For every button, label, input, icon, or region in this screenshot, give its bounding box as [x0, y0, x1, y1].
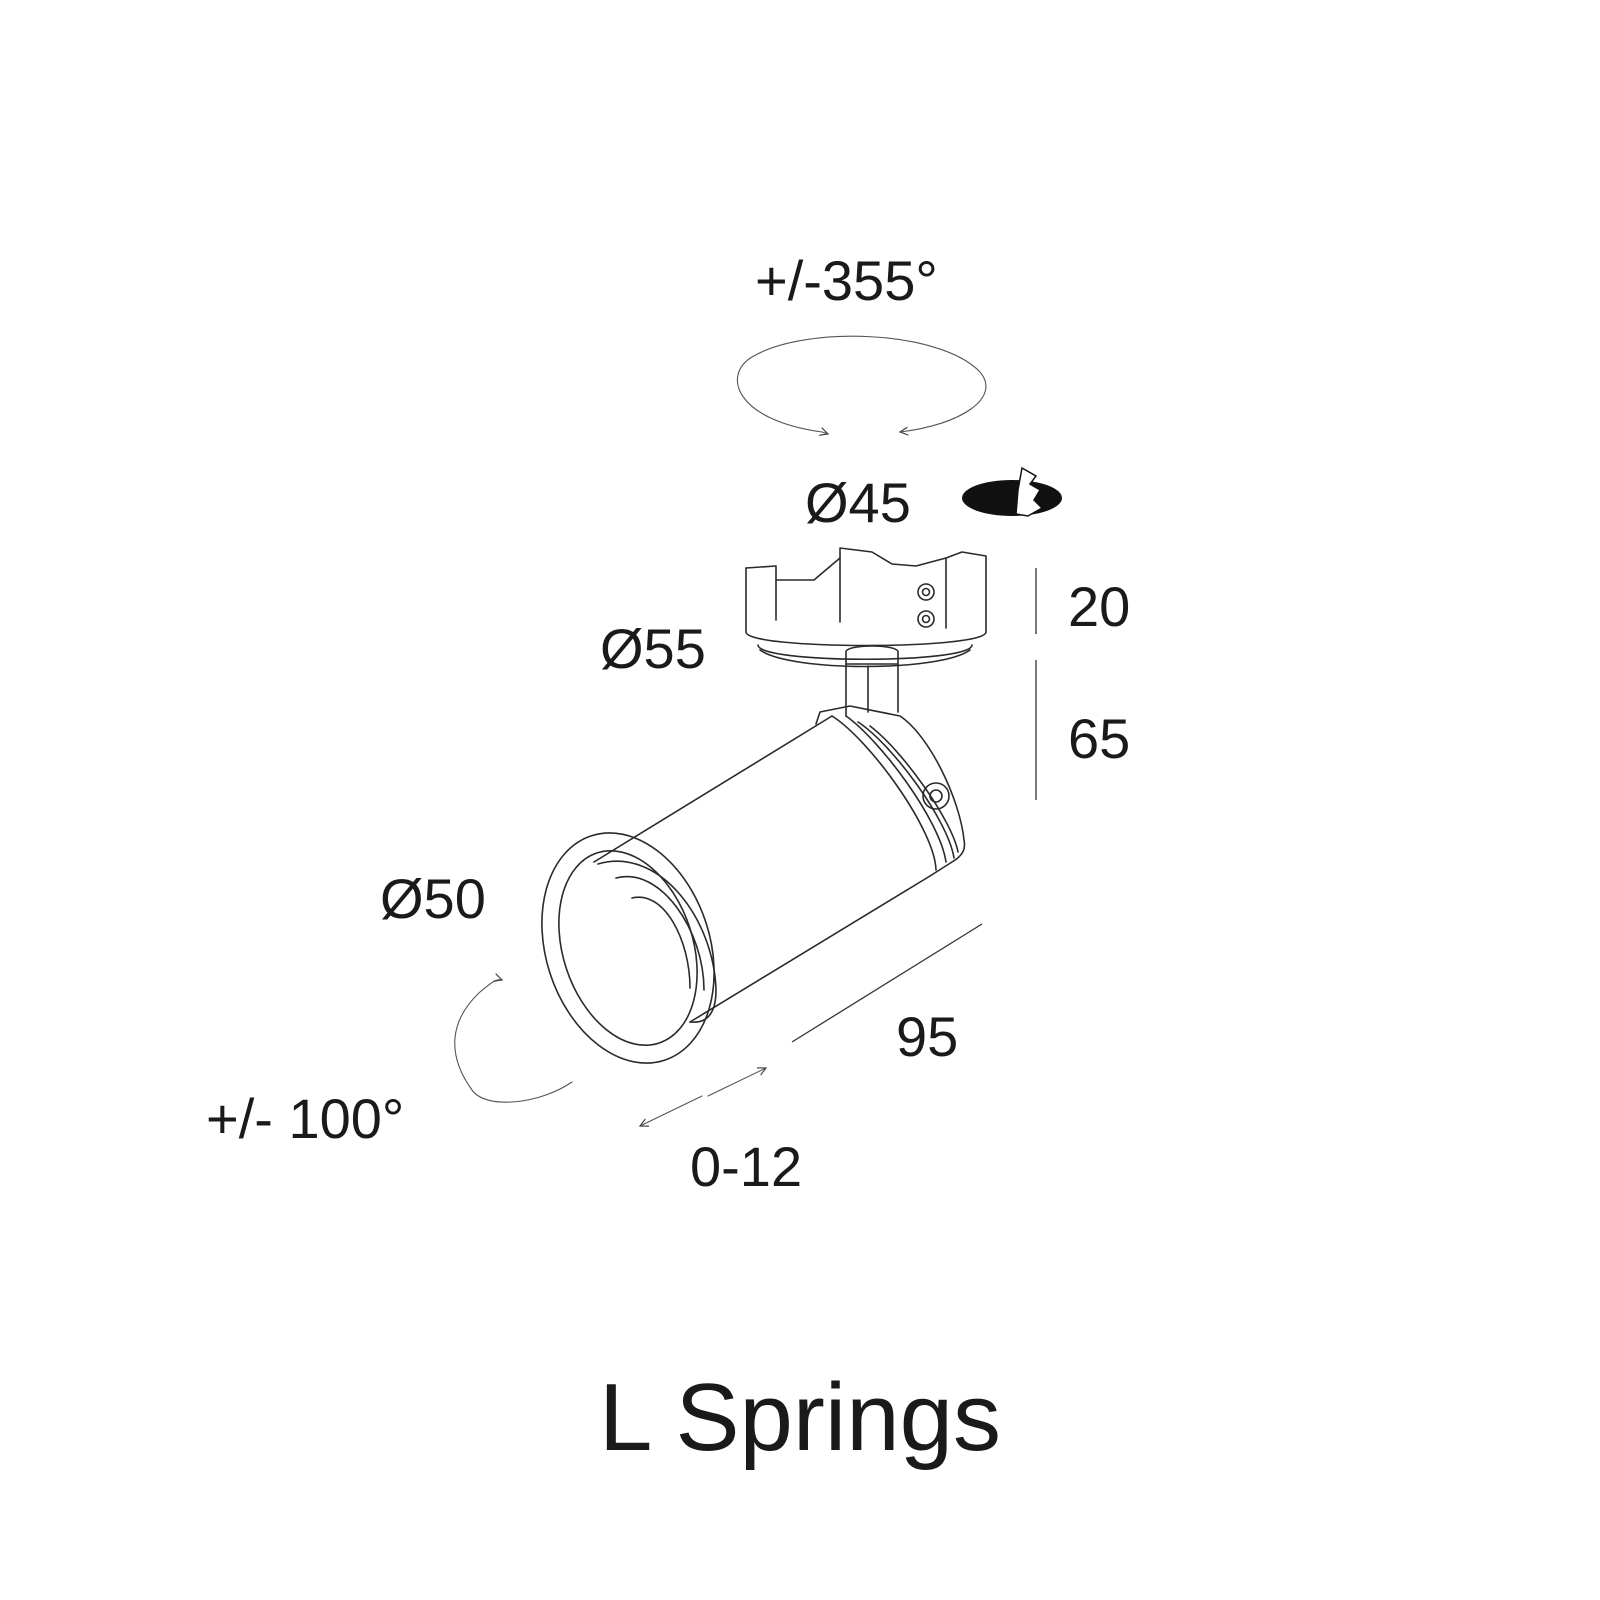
head-length-label: 95 — [896, 1005, 958, 1068]
arm-height-label: 65 — [1068, 707, 1130, 770]
product-title: L Springs — [599, 1364, 1001, 1471]
head-diameter-label: Ø50 — [380, 867, 486, 930]
tilt-label: +/- 100° — [206, 1087, 404, 1150]
base-diameter-label: Ø55 — [600, 617, 706, 680]
recessed-ceiling-icon — [962, 466, 1062, 517]
tilt-rotation-arrow — [454, 980, 573, 1103]
spotlight-head — [541, 705, 966, 1064]
pan-rotation-arrow — [736, 335, 987, 434]
dimension-lines — [640, 568, 1037, 1126]
mounting-base — [745, 547, 987, 668]
cutout-diameter-label: Ø45 — [805, 471, 911, 534]
tilt-arm — [845, 645, 899, 717]
pan-rotation-label: +/-355° — [755, 249, 938, 312]
base-height-label: 20 — [1068, 575, 1130, 638]
focus-travel-label: 0-12 — [690, 1135, 802, 1198]
